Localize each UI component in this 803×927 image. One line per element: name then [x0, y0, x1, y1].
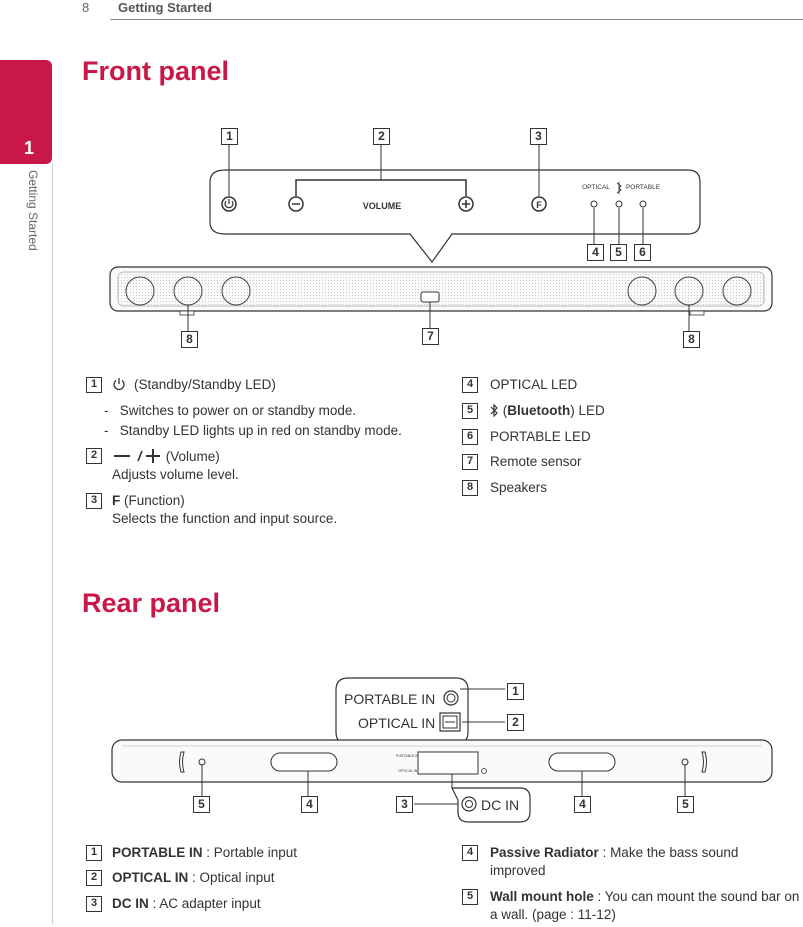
speaker-left-3: [221, 276, 251, 306]
front-item-2: (Volume) Adjusts volume level.: [112, 448, 442, 484]
leader-2: [295, 179, 467, 196]
chapter-label: Getting Started: [26, 170, 40, 251]
passive-radiator-right: [548, 752, 616, 772]
optical-label: OPTICAL: [582, 184, 610, 191]
portable-label: PORTABLE: [626, 184, 661, 191]
front-item-3-sub: Selects the function and input source.: [112, 511, 338, 526]
front-marker-1: 1: [221, 128, 238, 145]
remote-sensor-window: [420, 291, 440, 303]
front-marker-8-left: 8: [181, 331, 198, 348]
bluetooth-icon: [616, 182, 622, 194]
front-item-1-label: (Standby/Standby LED): [134, 377, 276, 392]
passive-radiator-left: [270, 752, 338, 772]
front-item-7: Remote sensor: [490, 454, 582, 469]
rear-marker-4-left: 4: [301, 796, 318, 813]
front-item-5: (Bluetooth) LED: [490, 402, 790, 420]
portable-in-jack-icon: [443, 690, 459, 706]
front-marker-2: 2: [373, 128, 390, 145]
dc-in-jack-icon: [461, 796, 477, 812]
front-list-marker-4: 4: [462, 377, 478, 393]
front-panel-title: Front panel: [82, 56, 229, 86]
front-list-marker-7: 7: [462, 454, 478, 470]
standby-icon: [113, 378, 125, 391]
chapter-tab: 1: [0, 60, 52, 164]
power-icon: [221, 196, 237, 212]
front-list-marker-8: 8: [462, 480, 478, 496]
volume-minus-icon: [288, 196, 304, 212]
front-soundbar-body: [109, 266, 773, 312]
front-marker-3: 3: [530, 128, 547, 145]
rear-list-marker-1: 1: [86, 845, 102, 861]
header-title: Getting Started: [118, 0, 212, 15]
speaker-left-1: [125, 276, 155, 306]
callout-portable-in: PORTABLE IN: [344, 691, 436, 707]
front-marker-5: 5: [610, 244, 627, 261]
front-marker-6: 6: [634, 244, 651, 261]
side-rule: [52, 164, 53, 924]
rear-item-5: Wall mount hole : You can mount the soun…: [490, 889, 800, 922]
page-number: 8: [82, 0, 90, 15]
front-item-8: Speakers: [490, 480, 548, 495]
speaker-right-2: [674, 276, 704, 306]
rear-item-1: PORTABLE IN : Portable input: [112, 845, 298, 860]
rear-marker-5-right: 5: [677, 796, 694, 813]
rear-marker-2: 2: [507, 714, 524, 731]
front-list-marker-1: 1: [86, 377, 102, 393]
front-item-4: OPTICAL LED: [490, 377, 578, 392]
rear-marker-1: 1: [507, 683, 524, 700]
front-marker-8-right: 8: [683, 331, 700, 348]
bluetooth-led: [615, 200, 623, 208]
page-header: 8 Getting Started: [0, 0, 803, 22]
rear-list-marker-2: 2: [86, 870, 102, 886]
speaker-right-3: [722, 276, 752, 306]
rear-soundbar-body: [111, 739, 773, 783]
front-item-1-note-1: - Switches to power on or standby mode.: [104, 403, 357, 418]
rear-list-marker-4: 4: [462, 845, 478, 861]
rear-marker-5-left: 5: [193, 796, 210, 813]
chapter-number: 1: [23, 138, 34, 158]
rear-item-3: DC IN : AC adapter input: [112, 896, 261, 911]
function-icon: F: [531, 196, 547, 212]
speaker-right-1: [627, 276, 657, 306]
header-rule: [110, 19, 803, 20]
volume-plus-icon: [458, 196, 474, 212]
wall-mount-hole-left: [198, 758, 206, 766]
svg-text:F: F: [536, 200, 542, 210]
callout-dc-in: DC IN: [481, 797, 520, 813]
rear-list-marker-3: 3: [86, 896, 102, 912]
callout-optical-in: OPTICAL IN: [358, 715, 436, 731]
front-list-marker-3: 3: [86, 493, 102, 509]
front-marker-7: 7: [422, 328, 439, 345]
rear-panel-title: Rear panel: [82, 588, 221, 618]
front-item-3: F (Function) Selects the function and in…: [112, 492, 442, 528]
svg-text:OPTICAL IN: OPTICAL IN: [398, 769, 418, 773]
volume-minus-plus-icon: [114, 449, 160, 463]
front-item-6: PORTABLE LED: [490, 429, 591, 444]
rear-item-4: Passive Radiator : Make the bass sound i…: [490, 845, 739, 878]
svg-text:PORTABLE IN: PORTABLE IN: [396, 754, 419, 758]
bluetooth-symbol-icon: [490, 403, 498, 418]
front-item-2-sub: Adjusts volume level.: [112, 467, 239, 482]
front-list-marker-5: 5: [462, 403, 478, 419]
front-list-marker-6: 6: [462, 429, 478, 445]
rear-foot-right: [701, 751, 707, 773]
front-item-1-note-2: - Standby LED lights up in red on standb…: [104, 423, 402, 438]
rear-foot-left: [179, 751, 185, 773]
rear-top-callout: [335, 677, 469, 745]
optical-led: [590, 200, 598, 208]
front-list-marker-2: 2: [86, 448, 102, 464]
rear-marker-3: 3: [396, 796, 413, 813]
optical-in-port-icon: [439, 712, 461, 732]
speaker-left-2: [173, 276, 203, 306]
front-item-1: (Standby/Standby LED): [112, 376, 442, 394]
front-marker-4: 4: [587, 244, 604, 261]
volume-label: VOLUME: [363, 201, 402, 211]
wall-mount-hole-right: [681, 758, 689, 766]
rear-item-2: OPTICAL IN : Optical input: [112, 870, 275, 885]
rear-marker-4-right: 4: [574, 796, 591, 813]
portable-led: [639, 200, 647, 208]
rear-terminal-plate: [417, 751, 479, 775]
rear-list-marker-5: 5: [462, 889, 478, 905]
